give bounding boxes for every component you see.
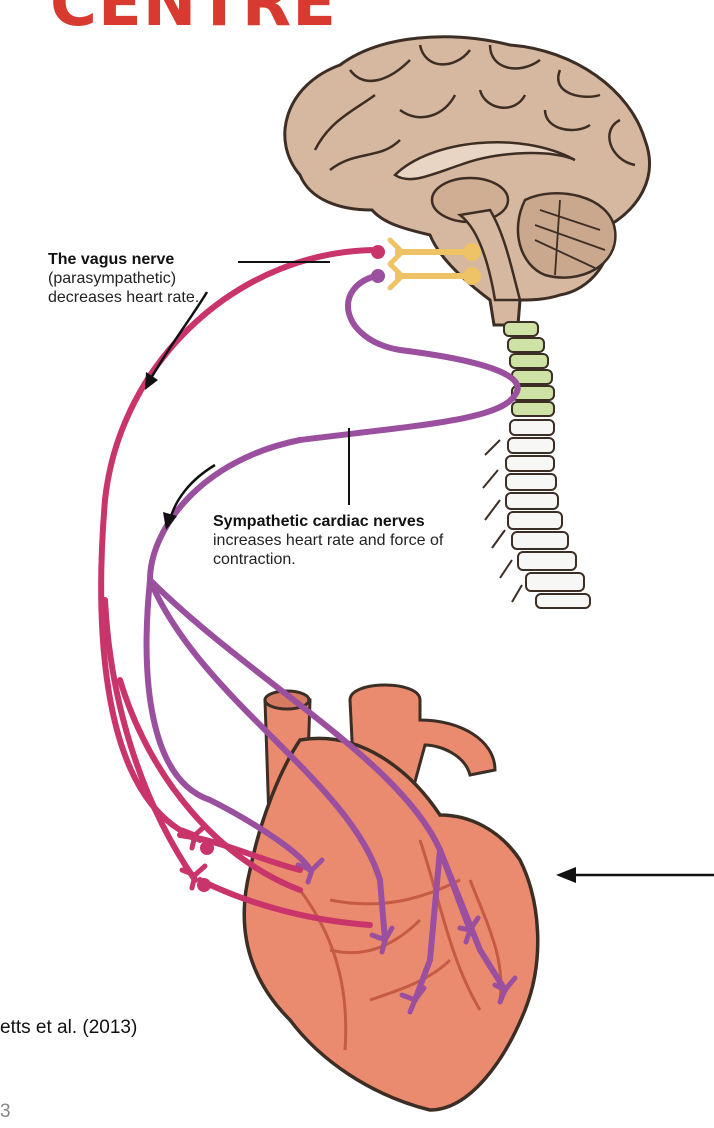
sympathetic-nerve-label: Sympathetic cardiac nerves increases hea…	[213, 512, 503, 569]
arrow-heads	[145, 372, 177, 530]
vagus-nerve-label: The vagus nerve (parasympathetic) decrea…	[48, 250, 238, 307]
annotation-lines	[148, 261, 350, 521]
brainstem-neurons	[371, 237, 481, 291]
sympathetic-nerve-path	[143, 272, 521, 1003]
right-pointing-arrow	[556, 867, 714, 883]
heart-illustration	[242, 683, 540, 1112]
brain-illustration	[283, 35, 651, 327]
vagus-nerve-title: The vagus nerve	[48, 251, 175, 268]
sympathetic-nerve-title: Sympathetic cardiac nerves	[213, 513, 425, 530]
page-title: CENTRE	[50, 0, 337, 41]
page-number: 3	[0, 1101, 11, 1122]
vagus-nerve-endings	[179, 823, 214, 892]
sympathetic-nerve-description: increases heart rate and force of contra…	[213, 532, 444, 568]
spinal-column-illustration	[482, 321, 591, 609]
citation-text: etts et al. (2013)	[0, 1017, 138, 1038]
vagus-nerve-description: (parasympathetic) decreases heart rate.	[48, 270, 200, 306]
sympathetic-nerve-endings	[295, 857, 518, 1015]
vagus-nerve-path	[98, 247, 381, 928]
